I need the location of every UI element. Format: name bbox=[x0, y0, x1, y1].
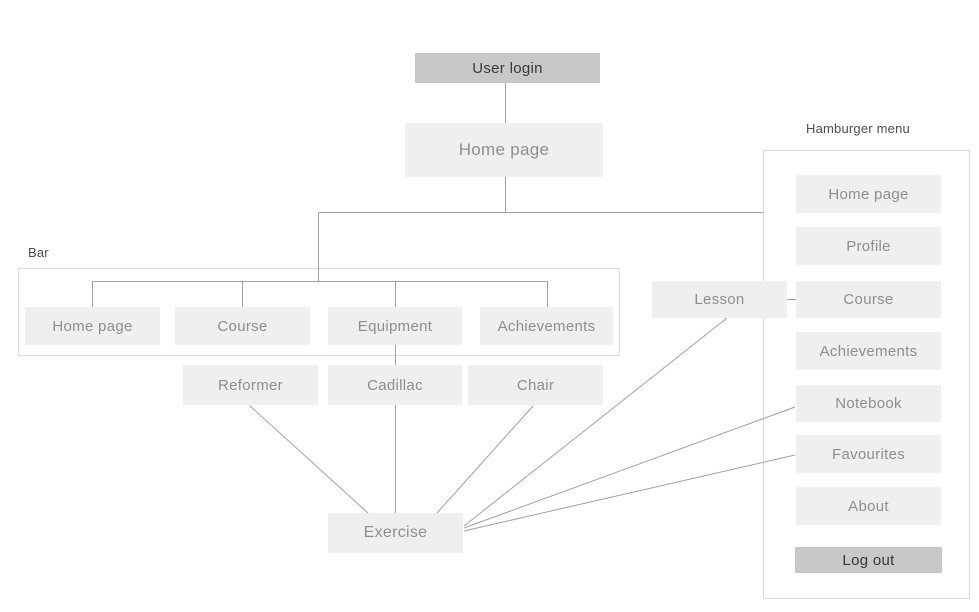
bar-group-label: Bar bbox=[28, 245, 49, 260]
menu-item-log-out: Log out bbox=[795, 547, 942, 573]
menu-item-home-page: Home page bbox=[796, 175, 941, 213]
bar-node-achievements: Achievements bbox=[480, 307, 613, 345]
edge-exercise-notebook bbox=[463, 406, 796, 529]
menu-item-course: Course bbox=[796, 281, 941, 318]
node-exercise: Exercise bbox=[328, 513, 463, 553]
hamburger-menu-label: Hamburger menu bbox=[806, 121, 910, 136]
menu-item-profile: Profile bbox=[796, 227, 941, 265]
menu-item-achievements: Achievements bbox=[796, 332, 941, 370]
menu-item-about: About bbox=[796, 487, 941, 525]
bar-node-course: Course bbox=[175, 307, 310, 345]
node-reformer: Reformer bbox=[183, 365, 318, 405]
menu-item-notebook: Notebook bbox=[796, 385, 941, 422]
edge-lesson-exercise bbox=[463, 317, 728, 527]
bar-node-equipment: Equipment bbox=[328, 307, 462, 345]
menu-item-favourites: Favourites bbox=[796, 435, 941, 473]
edge-chair-exercise bbox=[436, 405, 534, 514]
edge-exercise-favourites bbox=[463, 454, 796, 532]
node-home-page: Home page bbox=[405, 123, 603, 177]
edge-reformer-exercise bbox=[249, 405, 369, 514]
bar-node-home-page: Home page bbox=[25, 307, 160, 345]
hamburger-menu-container bbox=[763, 150, 970, 599]
node-user-login: User login bbox=[415, 53, 600, 83]
node-chair: Chair bbox=[468, 365, 603, 405]
node-lesson: Lesson bbox=[652, 281, 787, 318]
node-cadillac: Cadillac bbox=[328, 365, 462, 405]
